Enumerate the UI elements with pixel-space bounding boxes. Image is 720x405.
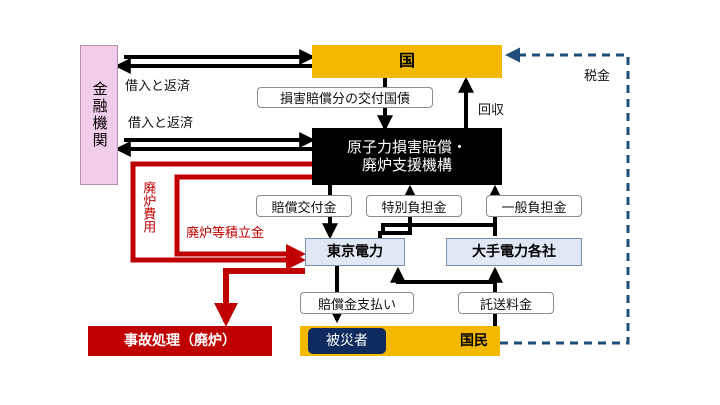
accident-handling-label: 事故処理（廃炉） xyxy=(124,332,236,349)
kuni-label: 国 xyxy=(398,51,415,71)
tepco-label: 東京電力 xyxy=(327,243,383,260)
general-contribution-label: 一般負担金 xyxy=(486,195,582,217)
borrow-repay-label-1: 借入と返済 xyxy=(125,79,191,94)
major-utilities-label: 大手電力各社 xyxy=(472,243,556,260)
arrow-citizens-to-kuni-tax xyxy=(500,47,630,345)
compensation-bonds-label: 損害賠償分の交付国債 xyxy=(257,87,433,108)
kiko-box: 原子力損害賠償・ 廃炉支援機構 xyxy=(312,128,502,185)
compensation-payment-label: 賠償金支払い xyxy=(300,292,414,314)
borrow-repay-label-2: 借入と返済 xyxy=(128,116,194,131)
victims-label: 被災者 xyxy=(326,332,368,349)
compensation-grant-label: 賠償交付金 xyxy=(256,195,352,217)
kuni-box: 国 xyxy=(312,45,502,78)
arrow-kiko-to-tepco-decom xyxy=(130,161,312,270)
accident-handling-box: 事故処理（廃炉） xyxy=(88,326,272,356)
arrow-kiko-to-tepco-reserve xyxy=(174,174,312,264)
decommissioning-cost-label: 廃炉費用 xyxy=(140,181,156,233)
arrow-tepco-to-accident xyxy=(214,268,305,327)
recovery-label: 回収 xyxy=(478,103,505,118)
financial-institutions-label: 金融機関 xyxy=(90,81,109,149)
tax-label: 税金 xyxy=(584,69,611,84)
victims-box: 被災者 xyxy=(308,328,386,354)
tepco-box: 東京電力 xyxy=(305,238,405,266)
citizens-label: 国民 xyxy=(460,332,488,349)
financial-institutions-box: 金融機関 xyxy=(80,45,118,185)
decommissioning-reserve-label: 廃炉等積立金 xyxy=(186,226,265,241)
special-contribution-label: 特別負担金 xyxy=(366,195,462,217)
kiko-label: 原子力損害賠償・ 廃炉支援機構 xyxy=(346,138,467,174)
major-utilities-box: 大手電力各社 xyxy=(446,238,582,266)
arrow-tepco-to-kiko-general xyxy=(381,223,495,233)
wheeling-charge-label: 託送料金 xyxy=(458,292,554,314)
